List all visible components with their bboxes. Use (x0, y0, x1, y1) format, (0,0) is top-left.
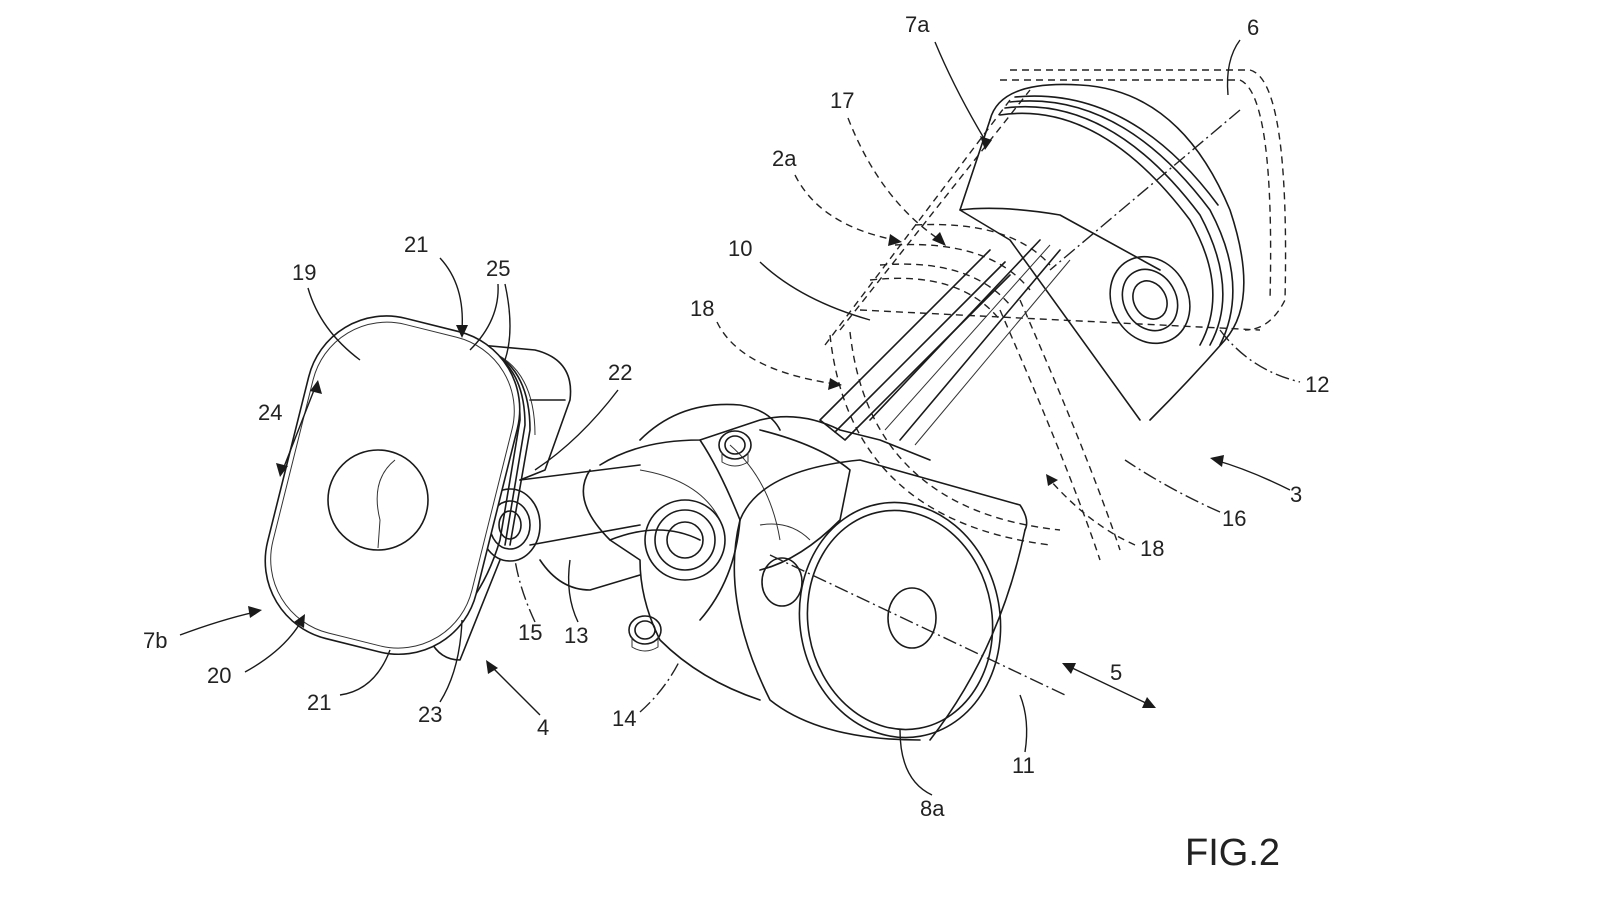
figure-label: FIG.2 (1185, 832, 1280, 874)
bolt-bottom-icon (628, 615, 662, 652)
ref-6: 6 (1247, 15, 1259, 40)
ref-7a: 7a (905, 12, 930, 37)
ref-14: 14 (612, 706, 636, 731)
axis-6 (1049, 109, 1241, 271)
reference-labels: 6 7a 17 2a 10 18 12 3 16 18 21 19 25 24 … (143, 12, 1329, 874)
crank-body (582, 403, 931, 701)
piston-assembly-right (819, 69, 1287, 561)
ref-4: 4 (537, 715, 549, 740)
ref-5: 5 (1110, 660, 1122, 685)
bolt-top-icon (718, 430, 752, 467)
left-piston-19 (264, 315, 572, 661)
ref-12: 12 (1305, 372, 1329, 397)
ref-15: 15 (518, 620, 542, 645)
ref-23: 23 (418, 702, 442, 727)
ref-21-top: 21 (404, 232, 428, 257)
ref-2a: 2a (772, 146, 797, 171)
ref-25: 25 (486, 256, 510, 281)
ref-19: 19 (292, 260, 316, 285)
ref-22: 22 (608, 360, 632, 385)
ref-18-bottom: 18 (1140, 536, 1164, 561)
ref-20: 20 (207, 663, 231, 688)
ref-3: 3 (1290, 482, 1302, 507)
ref-21-bottom: 21 (307, 690, 331, 715)
axis-11 (769, 554, 1066, 696)
ref-16: 16 (1222, 506, 1246, 531)
ref-17: 17 (830, 88, 854, 113)
ref-10: 10 (728, 236, 752, 261)
end-piston-8a (733, 459, 1028, 741)
ref-18-top: 18 (690, 296, 714, 321)
ref-11: 11 (1012, 753, 1035, 778)
ref-8a: 8a (920, 796, 945, 821)
ref-13: 13 (564, 623, 588, 648)
ref-24: 24 (258, 400, 282, 425)
ref-7b: 7b (143, 628, 167, 653)
leader-lines (179, 39, 1301, 796)
